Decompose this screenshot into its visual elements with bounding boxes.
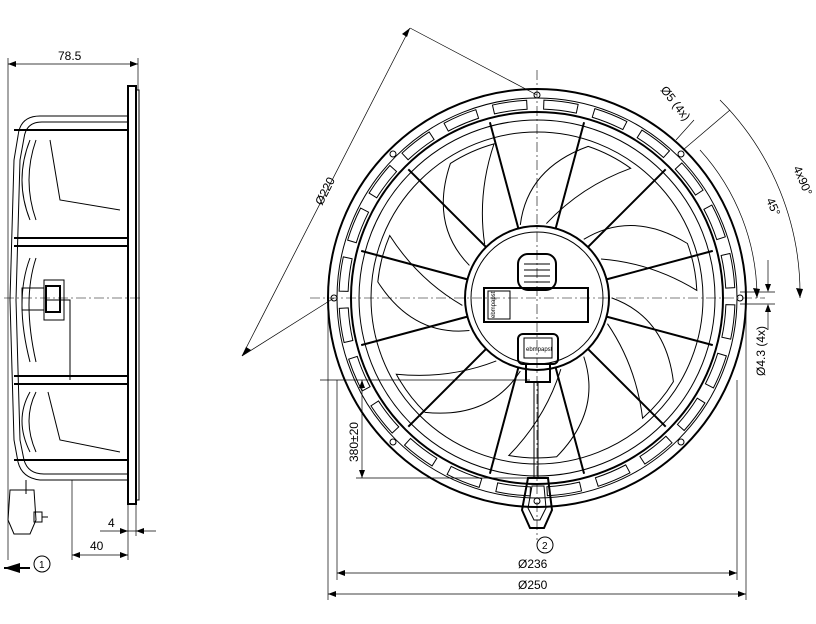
marker-2-label: 2	[542, 541, 548, 552]
depth-label: 78.5	[58, 49, 82, 63]
flange-slot	[594, 464, 631, 487]
inner-ring	[350, 111, 724, 485]
flange-slot	[370, 400, 400, 434]
cable-connector-side	[7, 480, 48, 535]
fan-guard-side	[4, 115, 140, 481]
side-view: 78.5	[4, 49, 156, 573]
flange-slot	[676, 397, 706, 432]
mounting-flange	[127, 85, 137, 505]
connector-brand-label: ebmpapst	[526, 347, 553, 353]
offset-40-label: 40	[90, 539, 104, 553]
flange-slot	[636, 129, 671, 159]
bottom-dimensions: 4 40	[71, 480, 156, 560]
angle-45-label: 45°	[763, 196, 783, 218]
impeller-blade	[519, 145, 632, 225]
impeller-outline	[370, 131, 704, 465]
flange-slot	[703, 204, 726, 241]
flange-slot	[704, 352, 727, 389]
inner-ring-edge	[358, 119, 716, 477]
small-hole-label: Ø4.3 (4x)	[754, 326, 768, 376]
guard-strut	[554, 121, 586, 229]
cable-length-dimension: 380±20	[320, 379, 530, 479]
guard-strut	[407, 168, 487, 248]
guard-strut	[606, 249, 714, 281]
airflow-direction-marker: 1	[4, 555, 51, 573]
small-hole-callout: Ø4.3 (4x)	[740, 260, 775, 376]
mounting-holes	[330, 91, 744, 505]
hole-diameter-callout: Ø5 (4x)	[658, 83, 731, 151]
guard-strut	[488, 121, 520, 229]
outer-diameter-label: Ø250	[518, 578, 548, 592]
impeller-blade	[442, 143, 495, 266]
bolt-circle-label: Ø220	[312, 175, 338, 208]
flange-slot	[348, 355, 371, 392]
label-plate	[483, 287, 589, 323]
marker-1-label: 1	[39, 560, 45, 571]
flange-slot	[491, 99, 528, 115]
impeller-blade	[583, 224, 698, 292]
guard-strut	[587, 168, 667, 248]
flange-slot	[443, 109, 480, 132]
impeller-blade	[395, 360, 521, 414]
flange-slot	[720, 252, 736, 289]
flange-thickness-label: 4	[108, 516, 115, 530]
brand-label: ebmpapst	[491, 291, 497, 318]
flange-slot	[543, 99, 579, 114]
cable-exit-marker: 2	[536, 536, 554, 554]
angle-dimensions: 45° 4x90°	[699, 99, 815, 299]
hole-diameter-label: Ø5 (4x)	[658, 83, 694, 123]
guard-strut	[488, 367, 520, 475]
inner-diameter-label: Ø236	[518, 557, 548, 571]
flange-slot	[403, 437, 438, 467]
flange-slot	[674, 162, 704, 196]
flange-slot	[639, 435, 673, 465]
flange-slot	[721, 304, 736, 340]
flange-slot	[591, 108, 628, 131]
guard-strut	[407, 348, 487, 428]
angle-4x90-label: 4x90°	[790, 164, 815, 198]
guard-strut	[587, 348, 667, 428]
flange-slot	[495, 482, 531, 497]
flange-slot	[338, 256, 353, 292]
guard-strut	[360, 249, 468, 281]
impeller-blades	[377, 143, 698, 459]
flange-slots	[338, 99, 736, 497]
guard-strut	[606, 315, 714, 347]
impeller-blade	[507, 356, 590, 459]
flange-slot	[347, 207, 370, 244]
flange-slot	[368, 164, 398, 199]
flange-slot	[446, 465, 483, 488]
impeller-blade	[607, 297, 674, 420]
guard-strut	[360, 315, 468, 347]
flange-slot	[338, 307, 354, 344]
depth-dimension: 78.5	[7, 49, 139, 560]
guard-struts	[360, 121, 714, 475]
guard-strut	[554, 367, 586, 475]
front-view: ebmpapst ebmpapst 2 Ø220	[241, 27, 815, 600]
flange-slot	[401, 131, 435, 161]
diameter-dimensions: Ø236 Ø250	[327, 298, 747, 600]
flange-edge	[135, 89, 140, 501]
flange-slot	[546, 481, 583, 497]
impeller-blade	[377, 234, 470, 332]
connector-box: ebmpapst	[517, 333, 559, 529]
cable-length-label: 380±20	[347, 422, 361, 462]
